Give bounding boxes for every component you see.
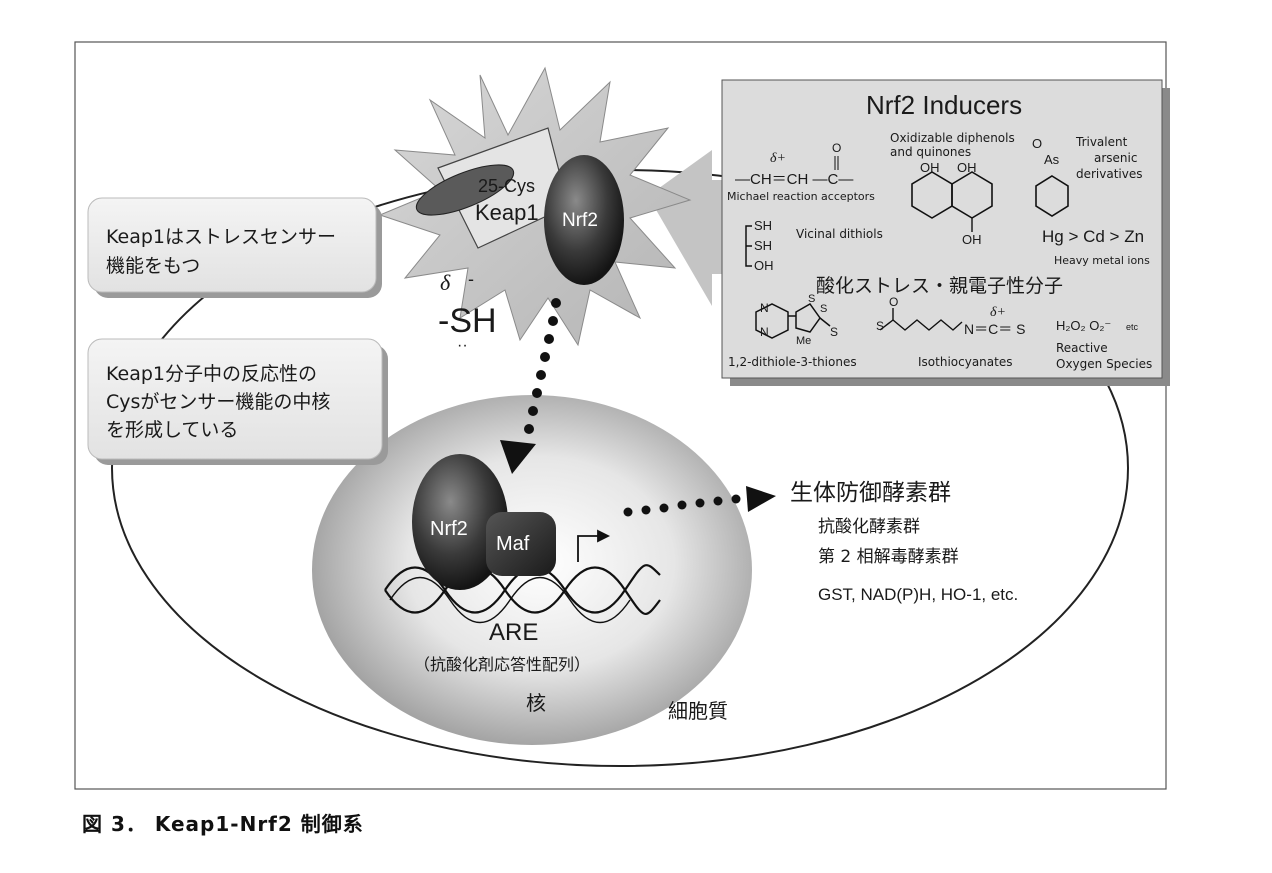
iso-s: S xyxy=(876,319,884,333)
nrf2-label-cytoplasm: Nrf2 xyxy=(562,210,598,231)
michael-delta: δ+ xyxy=(770,151,786,166)
enzymes-item2: 第 2 相解毒酵素群 xyxy=(818,547,959,567)
michael-o: O xyxy=(832,141,841,155)
enzymes-item1: 抗酸化酵素群 xyxy=(818,517,920,537)
arsenic-o: O xyxy=(1032,136,1042,151)
diphenols-label1: Oxidizable diphenols xyxy=(890,131,1015,145)
dithiolethione-structure xyxy=(755,303,831,339)
nrf2-oval-cytoplasm xyxy=(544,155,624,285)
dithiole-s1: S xyxy=(808,293,815,305)
enzymes-item3: GST, NAD(P)H, HO-1, etc. xyxy=(818,585,1018,604)
keap1-cys-box xyxy=(87,338,388,465)
dithiole-s2: S xyxy=(820,303,827,315)
are-sublabel: （抗酸化剤応答性配列） xyxy=(414,655,590,674)
vicinal-oh: OH xyxy=(754,258,774,273)
gene-expression-arrow xyxy=(623,486,776,517)
arsenic-label2: arsenic xyxy=(1094,151,1137,165)
keap1-label: Keap1 xyxy=(475,200,539,225)
michael-formula: —CH＝CH —C— xyxy=(735,171,853,188)
vicinal-label: Vicinal dithiols xyxy=(796,227,883,241)
arsenic-label3: derivatives xyxy=(1076,167,1143,181)
iso-delta: δ+ xyxy=(990,305,1006,320)
diphenols-oh2: OH xyxy=(957,160,977,175)
nrf2-oval-nucleus xyxy=(412,454,508,590)
keap1-cys-line1: Keap1分子中の反応性の xyxy=(106,363,317,385)
ros-formula: H₂O₂ O₂⁻ xyxy=(1056,318,1111,333)
ros-label2: Oxygen Species xyxy=(1056,357,1152,371)
keap1-sensor-line1: Keap1はストレスセンサー xyxy=(106,226,336,248)
dithiole-label: 1,2-dithiole-3-thiones xyxy=(728,355,857,369)
iso-formula: N＝C＝ S xyxy=(964,321,1025,337)
naphthol-structure xyxy=(911,171,993,219)
enzymes-title: 生体防御酵素群 xyxy=(790,480,951,506)
inducers-panel xyxy=(721,79,1170,386)
keap1-cys-label: 25-Cys xyxy=(478,176,535,196)
nrf2-label-nucleus: Nrf2 xyxy=(430,518,468,540)
metals-series: Hg > Cd > Zn xyxy=(1042,227,1144,246)
vicinal-sh2: SH xyxy=(754,238,772,253)
dithiole-n2: N xyxy=(760,325,769,339)
michael-label: Michael reaction acceptors xyxy=(727,190,875,203)
maf-protein xyxy=(486,512,556,576)
keap1-sensor-box xyxy=(87,197,382,298)
diphenols-label2: and quinones xyxy=(890,145,971,159)
isothiocyanate-structure xyxy=(879,308,963,331)
arsenic-benzene xyxy=(1035,175,1069,217)
dithiole-s3: S xyxy=(830,325,838,339)
dithiol-structure xyxy=(745,225,752,267)
ros-label1: Reactive xyxy=(1056,341,1108,355)
metals-label: Heavy metal ions xyxy=(1054,254,1150,267)
iso-o: O xyxy=(889,295,898,309)
keap1-cys-line2: Cysがセンサー機能の中核 xyxy=(106,391,330,413)
thiol-sh: -SH xyxy=(438,302,497,340)
keap1-sensor-line2: 機能をもつ xyxy=(106,255,200,277)
diphenols-oh1: OH xyxy=(920,160,940,175)
iso-label: Isothiocyanates xyxy=(918,355,1012,369)
thiol-minus: - xyxy=(468,269,474,289)
maf-label: Maf xyxy=(496,533,530,555)
keap1-cys-line3: を形成している xyxy=(106,419,238,441)
are-label: ARE xyxy=(489,619,538,646)
arsenic-label1: Trivalent xyxy=(1075,135,1128,149)
inducers-title: Nrf2 Inducers xyxy=(866,90,1022,120)
nucleus-label: 核 xyxy=(526,691,546,715)
thiol-delta: δ xyxy=(440,270,451,295)
dithiole-n1: N xyxy=(760,301,769,315)
cytoplasm-label: 細胞質 xyxy=(668,699,728,723)
vicinal-sh1: SH xyxy=(754,218,772,233)
thiol-lone-pair: ·· xyxy=(457,337,468,354)
dithiole-me: Me xyxy=(796,335,811,347)
arsenic-as: As xyxy=(1044,152,1060,167)
figure-caption: 図 3． Keap1-Nrf2 制御系 xyxy=(82,812,364,836)
diphenols-oh3: OH xyxy=(962,232,982,247)
inducers-subtitle: 酸化ストレス・親電子性分子 xyxy=(816,275,1063,297)
ros-etc: etc xyxy=(1126,322,1139,332)
nuclear-translocation-arrow xyxy=(500,298,561,474)
transcription-start-arrow xyxy=(577,529,611,562)
